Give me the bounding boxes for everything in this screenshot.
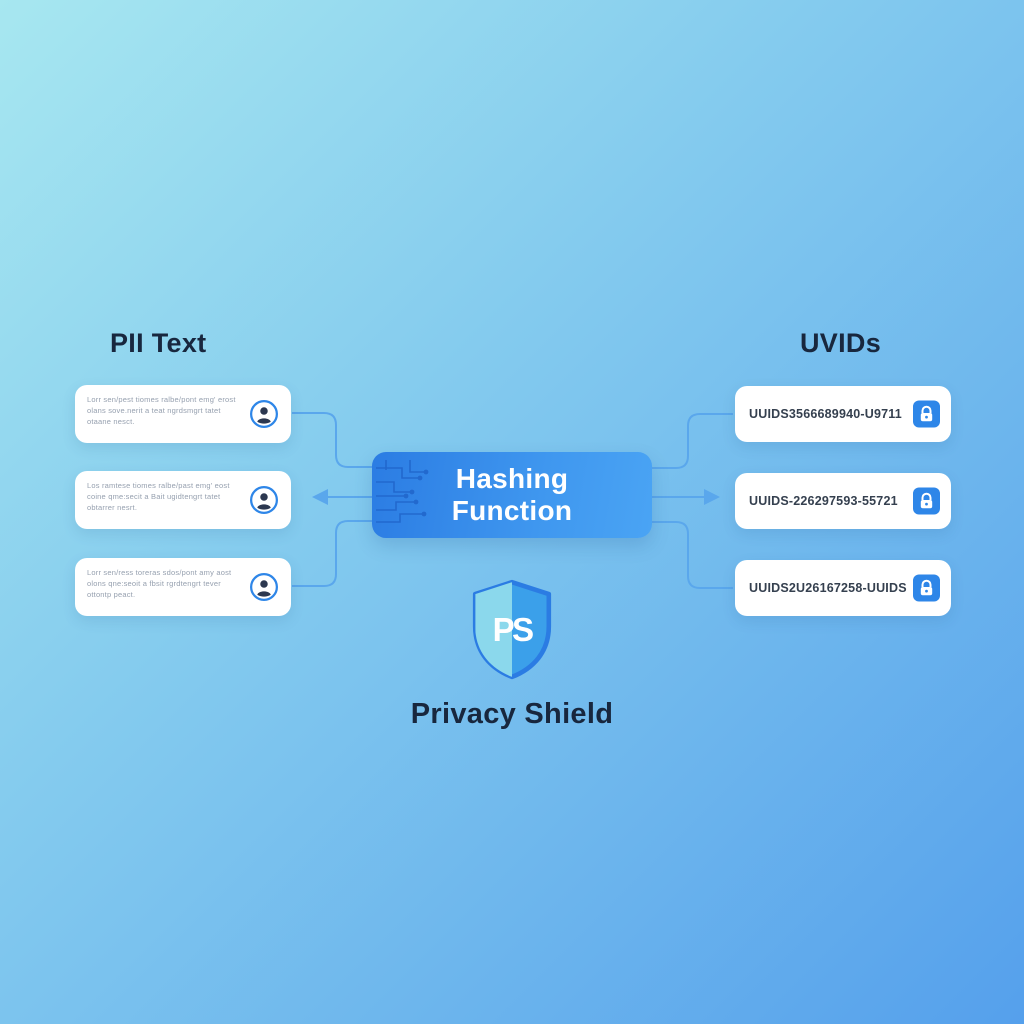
hashing-label-line1: Hashing: [455, 463, 569, 494]
lock-icon: [913, 574, 940, 602]
pii-line: obtarrer nesrt.: [87, 503, 138, 512]
pii-card: Los ramtese tiomes ralbe/past emg' eost …: [75, 471, 291, 529]
pii-card-text: Lorr sen/ress toreras sdos/pont amy aost…: [87, 567, 243, 600]
pii-line: ottontp peact.: [87, 590, 136, 599]
lock-icon: [913, 487, 940, 515]
connector-left-top: [292, 412, 372, 468]
circuit-icon: [376, 460, 429, 523]
pii-line: olons qne:seoit a fbsit rgrdtengrt tever: [87, 579, 221, 588]
uvid-card: UUIDS-226297593-55721: [735, 473, 951, 529]
pii-card: Lorr sen/pest tiomes ralbe/pont emg' ero…: [75, 385, 291, 443]
pii-line: Los ramtese tiomes ralbe/past emg' eost: [87, 481, 230, 490]
lock-icon: [913, 400, 940, 428]
hashing-label-line2: Function: [451, 495, 573, 526]
pii-card-text: Lorr sen/pest tiomes ralbe/pont emg' ero…: [87, 394, 243, 427]
uvid-value: UUIDS3566689940-U9711: [749, 407, 902, 421]
pii-card-text: Los ramtese tiomes ralbe/past emg' eost …: [87, 480, 243, 513]
uvid-value: UUIDS-226297593-55721: [749, 494, 898, 508]
pii-line: Lorr sen/ress toreras sdos/pont amy aost: [87, 568, 232, 577]
hashing-function-box: Hashing Function: [372, 452, 652, 538]
uvid-card: UUIDS3566689940-U9711: [735, 386, 951, 442]
pii-line: coine qme:secit a Bait ugidtengrt tatet: [87, 492, 221, 501]
privacy-shield-label: Privacy Shield: [410, 698, 614, 730]
person-icon: [249, 572, 279, 602]
connector-right-top: [652, 413, 733, 469]
pii-card: Lorr sen/ress toreras sdos/pont amy aost…: [75, 558, 291, 616]
person-icon: [249, 399, 279, 429]
pii-line: Lorr sen/pest tiomes ralbe/pont emg' ero…: [87, 395, 236, 404]
hashing-function-label: Hashing Function: [372, 452, 652, 538]
connector-right-bottom: [652, 521, 733, 589]
pii-line: olans sove.nerit a teat ngrdsmgrt tatet: [87, 406, 221, 415]
pii-line: otaane nesct.: [87, 417, 135, 426]
uvids-heading: UVIDs: [800, 328, 882, 358]
uvid-value: UUIDS2U26167258-UUIDS: [749, 581, 907, 595]
connector-left-bottom: [292, 520, 372, 587]
shield-icon: PS: [466, 576, 558, 684]
uvid-card: UUIDS2U26167258-UUIDS: [735, 560, 951, 616]
pii-text-heading: PII Text: [110, 328, 207, 358]
person-icon: [249, 485, 279, 515]
shield-monogram: PS: [493, 612, 533, 649]
